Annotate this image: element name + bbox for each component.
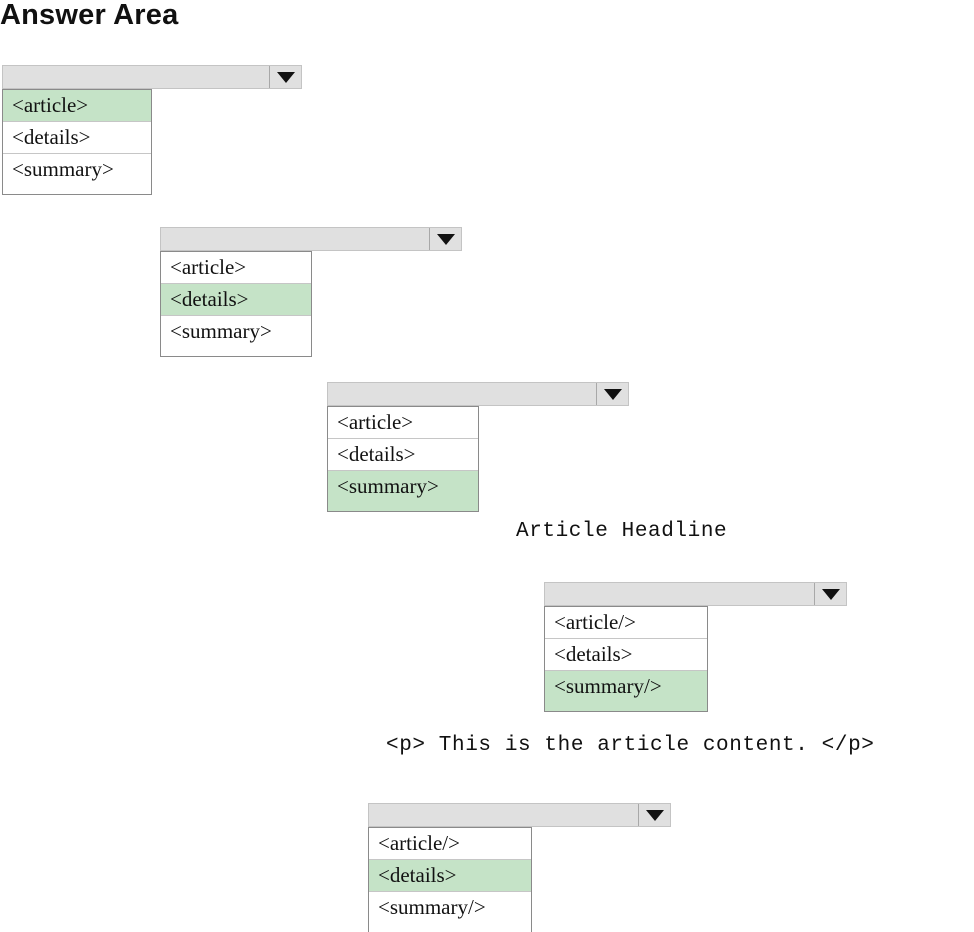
dropdown-2-option-2[interactable]: <details> [161,284,311,316]
dropdown-4-select[interactable] [544,582,847,606]
dropdown-1-options: <article> <details> <summary> [2,89,152,195]
triangle-down-icon[interactable] [269,66,301,88]
dropdown-4-option-2[interactable]: <details> [545,639,707,671]
dropdown-4-option-1[interactable]: <article/> [545,607,707,639]
dropdown-1-option-3[interactable]: <summary> [12,157,114,181]
code-headline: Article Headline [516,520,728,543]
dropdown-5-option-3[interactable]: <summary/> [378,895,486,919]
dropdown-3-option-2[interactable]: <details> [328,439,478,471]
dropdown-5-option-1[interactable]: <article/> [369,828,531,860]
dropdown-2-option-1[interactable]: <article> [161,252,311,284]
triangle-down-icon[interactable] [814,583,846,605]
dropdown-5-select[interactable] [368,803,671,827]
page-title: Answer Area [0,0,179,31]
dropdown-4-options: <article/> <details> <summary/> [544,606,708,712]
triangle-down-icon[interactable] [638,804,670,826]
dropdown-4-option-3[interactable]: <summary/> [545,671,707,711]
dropdown-3-option-1[interactable]: <article> [328,407,478,439]
dropdown-5-options: <article/> <details> <summary/> [368,827,532,932]
dropdown-3-select[interactable] [327,382,629,406]
dropdown-2-options: <article> <details> <summary> [160,251,312,357]
dropdown-1-select[interactable] [2,65,302,89]
code-paragraph: <p> This is the article content. </p> [386,734,875,757]
dropdown-1-option-1[interactable]: <article> [3,90,151,122]
dropdown-3-option-3[interactable]: <summary> [328,471,478,511]
dropdown-3-options: <article> <details> <summary> [327,406,479,512]
dropdown-2-option-3[interactable]: <summary> [170,319,272,343]
triangle-down-icon[interactable] [596,383,628,405]
dropdown-1-option-2[interactable]: <details> [3,122,151,154]
dropdown-2-select[interactable] [160,227,462,251]
triangle-down-icon[interactable] [429,228,461,250]
dropdown-5-option-2[interactable]: <details> [369,860,531,892]
